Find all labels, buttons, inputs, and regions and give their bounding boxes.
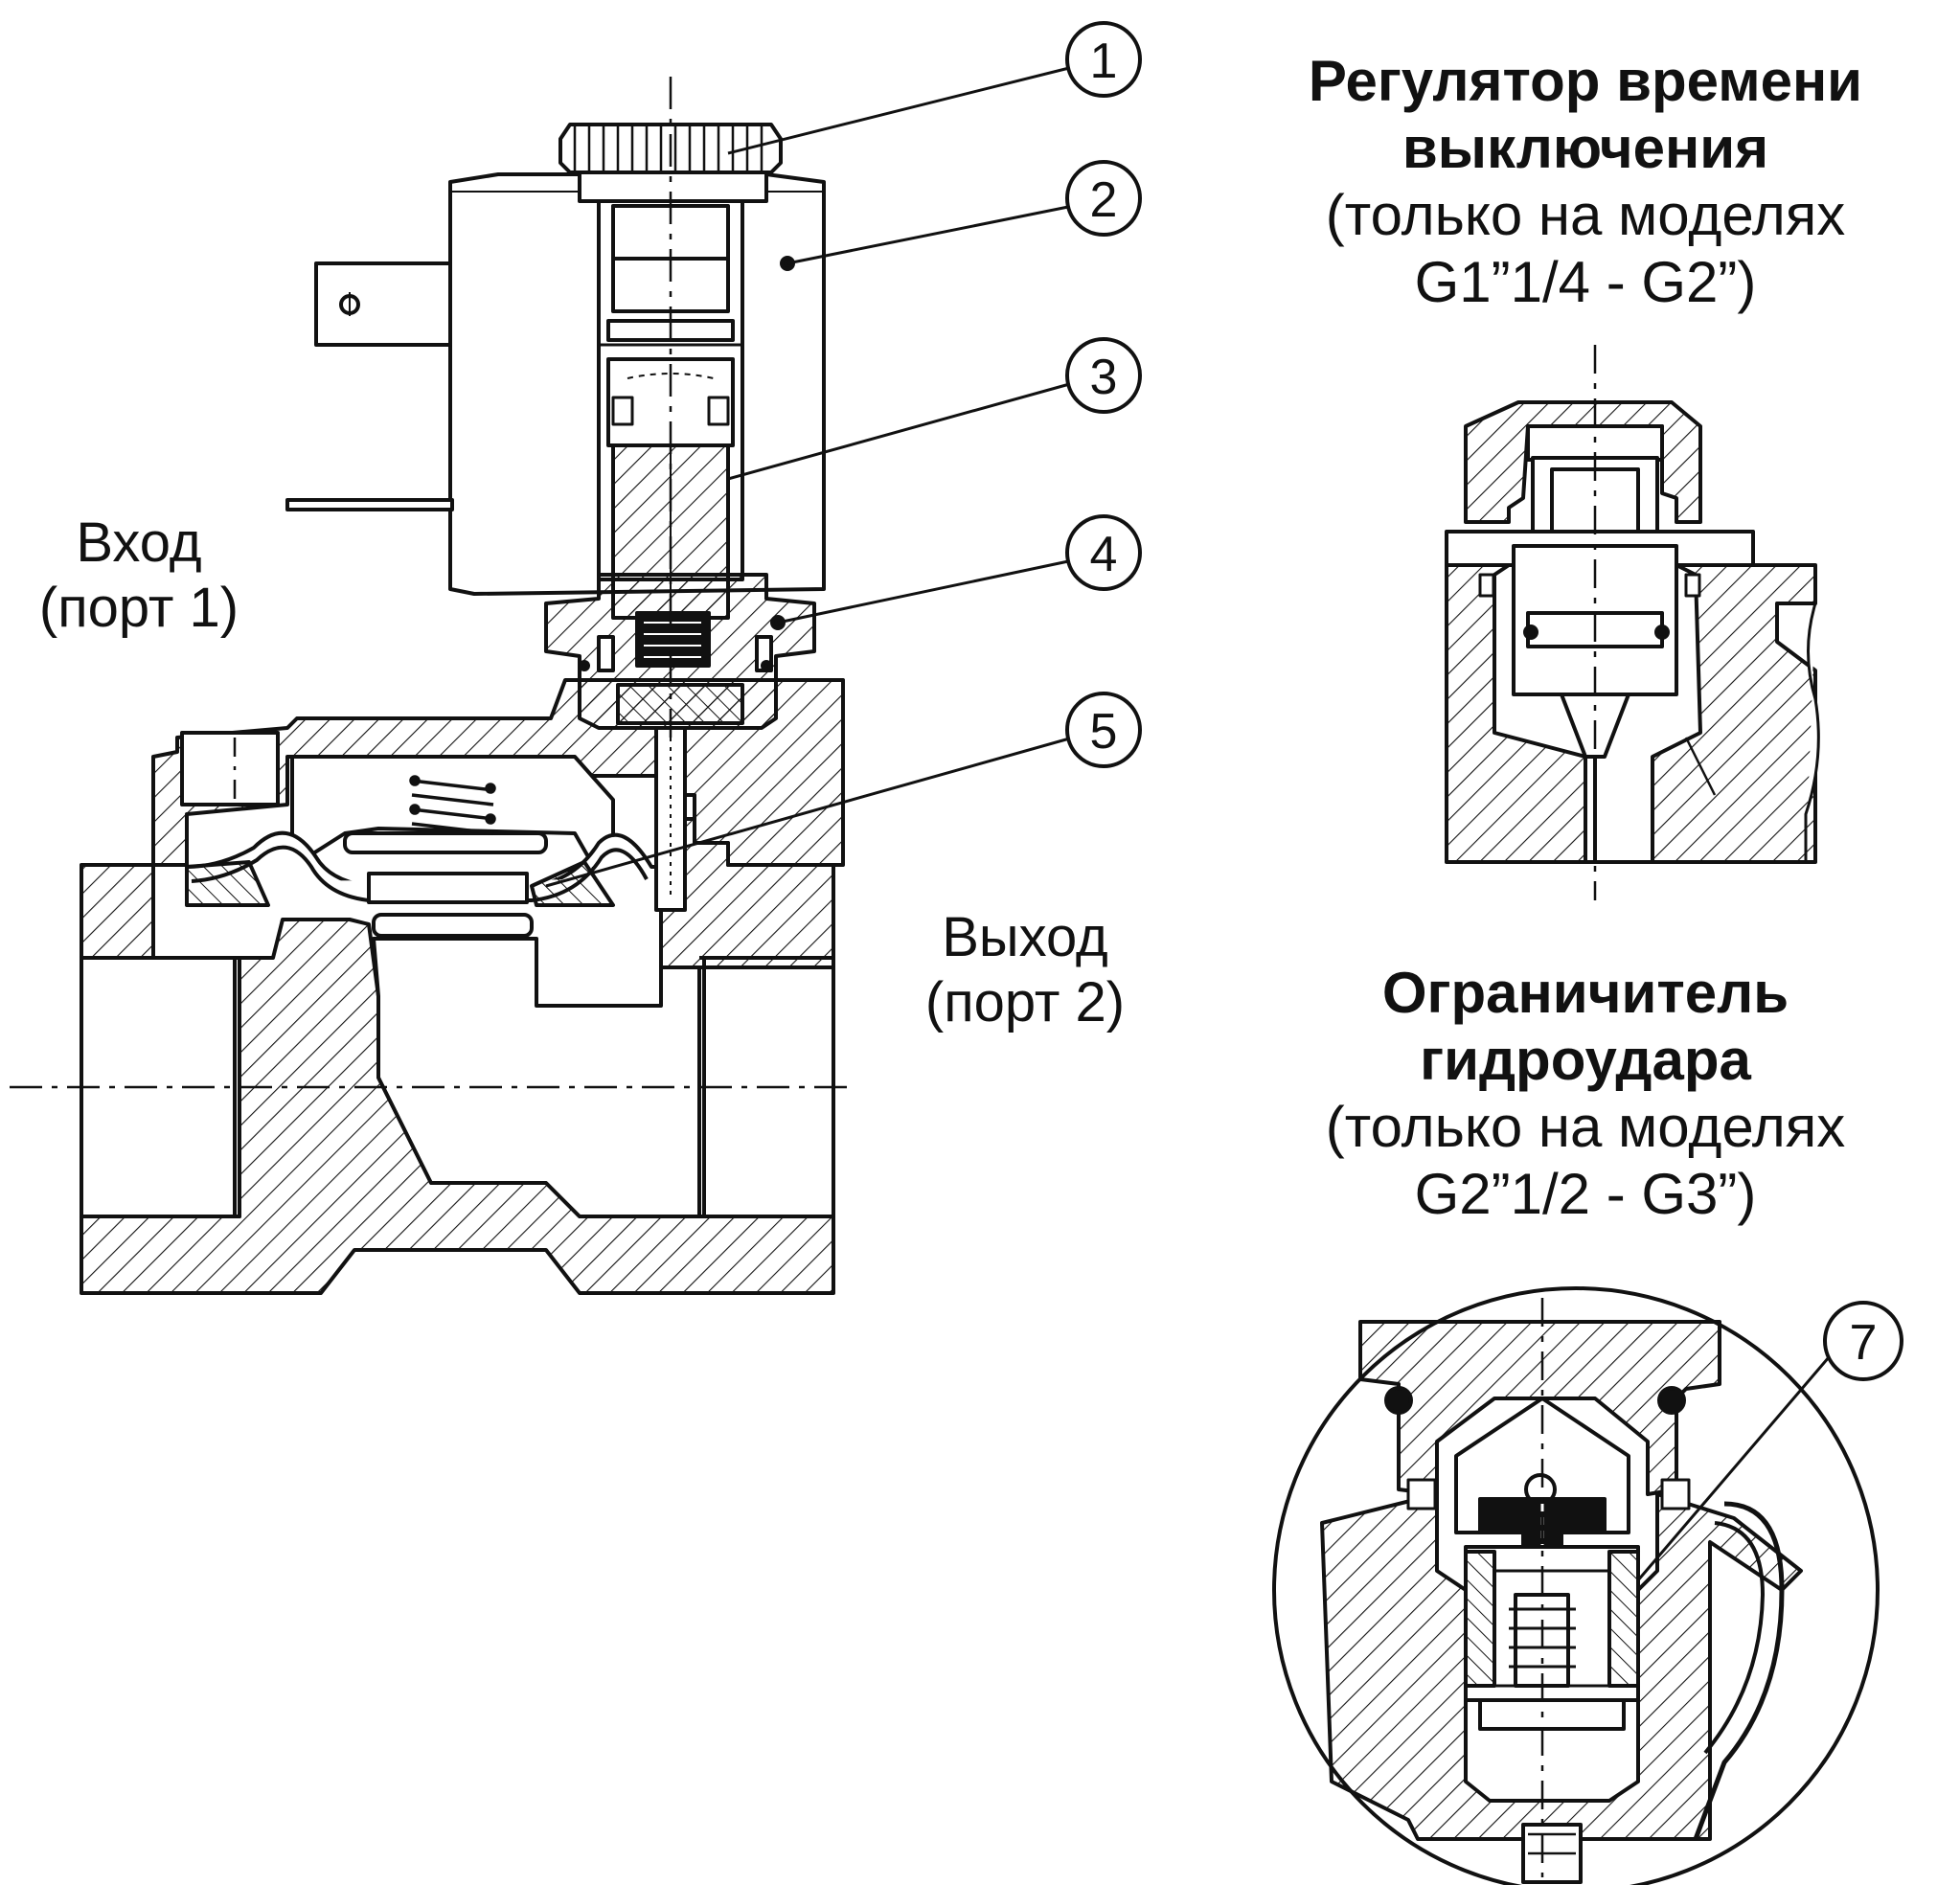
- water-hammer-heading: Ограничитель гидроудара (только на модел…: [1217, 960, 1954, 1228]
- valve-body: [80, 817, 835, 1295]
- timer-regulator-heading: Регулятор времени выключения (только на …: [1217, 48, 1954, 316]
- timer-note-line1: (только на моделях: [1325, 183, 1846, 247]
- callout-3: 3: [1065, 337, 1142, 414]
- main-spring: [409, 775, 496, 835]
- pilot-channel: [654, 726, 687, 912]
- hammer-note-line2: G2”1/2 - G3”): [1414, 1162, 1757, 1226]
- timer-note-line2: G1”1/4 - G2”): [1414, 250, 1757, 314]
- diaphragm: [185, 830, 661, 938]
- callout-5: 5: [1065, 692, 1142, 768]
- water-hammer-limiter-detail: [1272, 1286, 1880, 1885]
- callout-leaders: [545, 65, 1836, 1648]
- hammer-note-line1: (только на моделях: [1325, 1095, 1846, 1159]
- callout-1-number: 1: [1090, 34, 1118, 89]
- outlet-label-line2: (порт 2): [924, 971, 1126, 1033]
- callout-1: 1: [1065, 21, 1142, 98]
- callout-3-number: 3: [1090, 350, 1118, 405]
- pilot-block: [544, 573, 816, 730]
- callout-7: 7: [1823, 1301, 1903, 1381]
- inlet-label: Вход (порт 1): [0, 511, 278, 641]
- inlet-label-line2: (порт 1): [38, 577, 239, 639]
- callout-5-number: 5: [1090, 704, 1118, 760]
- outlet-label-line1: Выход: [942, 906, 1108, 968]
- timer-title-line1: Регулятор времени: [1308, 49, 1863, 113]
- callout-2: 2: [1065, 160, 1142, 237]
- callout-2-number: 2: [1090, 172, 1118, 228]
- callout-4-number: 4: [1090, 527, 1118, 582]
- inlet-label-line1: Вход: [76, 511, 202, 574]
- callout-7-number: 7: [1850, 1315, 1878, 1371]
- timer-title-line2: выключения: [1402, 116, 1769, 180]
- callout-4: 4: [1065, 514, 1142, 591]
- hammer-title-line1: Ограничитель: [1381, 961, 1789, 1025]
- hammer-title-line2: гидроудара: [1420, 1028, 1751, 1092]
- outlet-label: Выход (порт 2): [881, 905, 1169, 1035]
- timer-regulator-detail: [1445, 345, 1820, 900]
- center-lines: [10, 77, 853, 1089]
